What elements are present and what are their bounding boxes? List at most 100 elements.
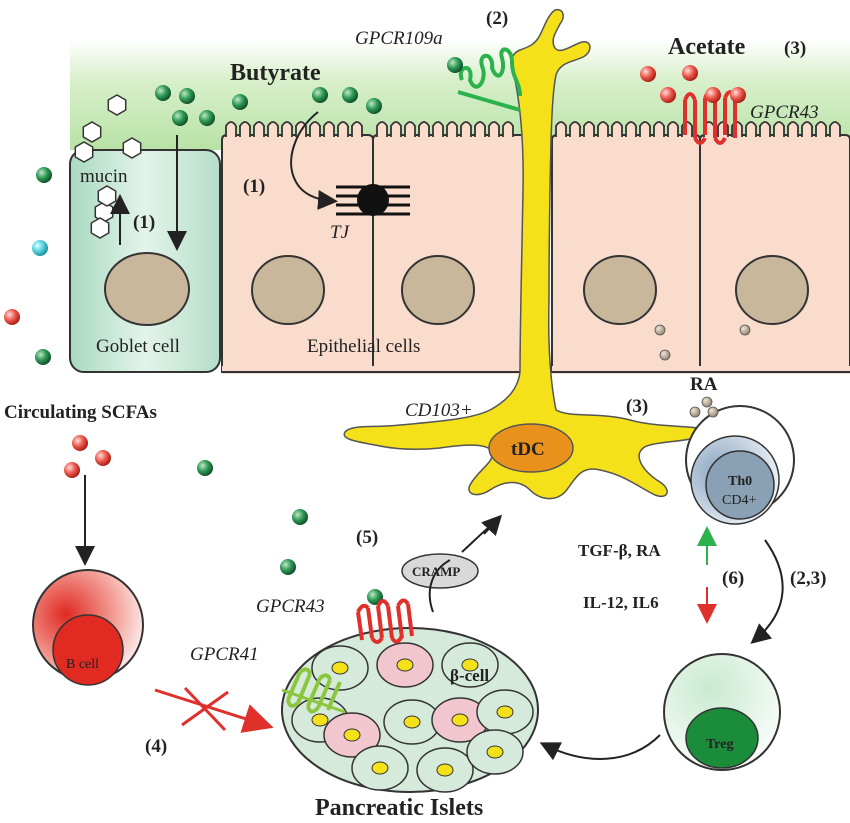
microvillus bbox=[323, 121, 335, 137]
acetate-molecule bbox=[660, 87, 676, 103]
butyrate-molecule bbox=[155, 85, 171, 101]
tdc-dendritic-cell bbox=[343, 8, 712, 500]
gpcr43-top-label: GPCR43 bbox=[750, 102, 819, 123]
pancreatic-islet bbox=[281, 627, 539, 793]
islet-nucleus bbox=[461, 658, 479, 672]
microvillus bbox=[773, 121, 785, 137]
microvillus bbox=[337, 121, 349, 137]
il12-il6-label: IL-12, IL6 bbox=[583, 593, 659, 612]
butyrate-molecule bbox=[232, 94, 248, 110]
butyrate-molecule bbox=[447, 57, 463, 73]
gpcr109a-label: GPCR109a bbox=[355, 28, 443, 49]
butyrate-molecule bbox=[36, 167, 52, 183]
th0-cell bbox=[685, 405, 795, 525]
islet-nucleus bbox=[496, 705, 514, 719]
mucin-hexagon bbox=[122, 137, 142, 159]
mucin-hexagon bbox=[82, 121, 102, 143]
acetate-molecule bbox=[64, 462, 80, 478]
cd4-label: CD4+ bbox=[722, 493, 756, 508]
acetate-molecule bbox=[4, 309, 20, 325]
microvillus bbox=[488, 121, 500, 137]
ra-molecule bbox=[701, 396, 713, 408]
butyrate-molecule bbox=[292, 509, 308, 525]
microvillus bbox=[639, 121, 651, 137]
islet-nucleus bbox=[403, 715, 421, 729]
acetate-molecule bbox=[640, 66, 656, 82]
acetate-label: Acetate bbox=[668, 34, 746, 60]
microvillus bbox=[667, 121, 679, 137]
mucin-hexagon bbox=[107, 94, 127, 116]
gpcr109a-receptor bbox=[457, 47, 522, 112]
butyrate-label: Butyrate bbox=[230, 60, 321, 86]
islet-nucleus bbox=[436, 763, 454, 777]
butyrate-tj-arrow bbox=[290, 111, 338, 210]
butyrate-molecule bbox=[199, 110, 215, 126]
microvillus bbox=[555, 121, 567, 137]
ra-molecule bbox=[689, 406, 701, 418]
microvillus bbox=[351, 121, 363, 137]
microvillus bbox=[815, 121, 827, 137]
step5-label: (5) bbox=[356, 527, 378, 548]
islet-nucleus bbox=[343, 728, 361, 742]
microvillus bbox=[376, 121, 388, 137]
butyrate-molecule bbox=[179, 88, 195, 104]
butyrate-molecule bbox=[172, 110, 188, 126]
microvillus bbox=[787, 121, 799, 137]
tdc-label: tDC bbox=[511, 439, 545, 460]
microvillus bbox=[569, 121, 581, 137]
mucin-label: mucin bbox=[80, 166, 128, 187]
microvillus bbox=[745, 121, 757, 137]
microvillus bbox=[418, 121, 430, 137]
step1-goblet-label: (1) bbox=[133, 212, 155, 233]
microvillus bbox=[502, 121, 514, 137]
ra-molecule bbox=[739, 324, 751, 336]
microvillus bbox=[597, 121, 609, 137]
microvillus bbox=[267, 121, 279, 137]
islet-nucleus bbox=[486, 745, 504, 759]
acetate-molecule bbox=[95, 450, 111, 466]
step3-ra-label: (3) bbox=[626, 396, 648, 417]
butyrate-molecule bbox=[280, 559, 296, 575]
microvillus bbox=[611, 121, 623, 137]
tight-junction bbox=[336, 184, 410, 216]
blocked-bcell-arrow bbox=[154, 686, 274, 733]
microvillus bbox=[225, 121, 237, 137]
butyrate-molecule bbox=[197, 460, 213, 476]
microvillus bbox=[583, 121, 595, 137]
cramp-arrowhead bbox=[481, 514, 503, 537]
microvillus bbox=[801, 121, 813, 137]
microvillus bbox=[404, 121, 416, 137]
microvillus bbox=[239, 121, 251, 137]
b-cell bbox=[32, 569, 144, 686]
acetate-molecule bbox=[682, 65, 698, 81]
butyrate-molecule bbox=[35, 349, 51, 365]
cramp-label: CRAMP bbox=[412, 564, 460, 579]
th0-label: Th0 bbox=[728, 474, 752, 489]
acetate-molecule bbox=[72, 435, 88, 451]
ra-molecule bbox=[707, 406, 719, 418]
acetate-molecule bbox=[730, 87, 746, 103]
gpcr41-receptor bbox=[281, 667, 346, 714]
mucin-hexagon bbox=[97, 185, 117, 207]
propionate-molecule bbox=[32, 240, 48, 256]
islet-nucleus bbox=[371, 761, 389, 775]
microvillus bbox=[253, 121, 265, 137]
butyrate-molecule bbox=[342, 87, 358, 103]
step23-label: (2,3) bbox=[790, 568, 826, 589]
step3-top-label: (3) bbox=[784, 38, 806, 59]
islet-nucleus bbox=[396, 658, 414, 672]
islet-nucleus bbox=[451, 713, 469, 727]
gpcr41-label: GPCR41 bbox=[190, 644, 259, 665]
beta-cell-label: β-cell bbox=[450, 666, 489, 685]
step1-tj-label: (1) bbox=[243, 176, 265, 197]
cramp-peptide bbox=[401, 553, 479, 589]
microvillus bbox=[829, 121, 841, 137]
epithelial-cells-label: Epithelial cells bbox=[307, 336, 420, 357]
ra-label: RA bbox=[690, 374, 718, 395]
microvillus bbox=[759, 121, 771, 137]
microvillus bbox=[460, 121, 472, 137]
mucin-hexagon bbox=[74, 141, 94, 163]
tj-label: TJ bbox=[330, 222, 351, 243]
islet-nucleus bbox=[311, 713, 329, 727]
